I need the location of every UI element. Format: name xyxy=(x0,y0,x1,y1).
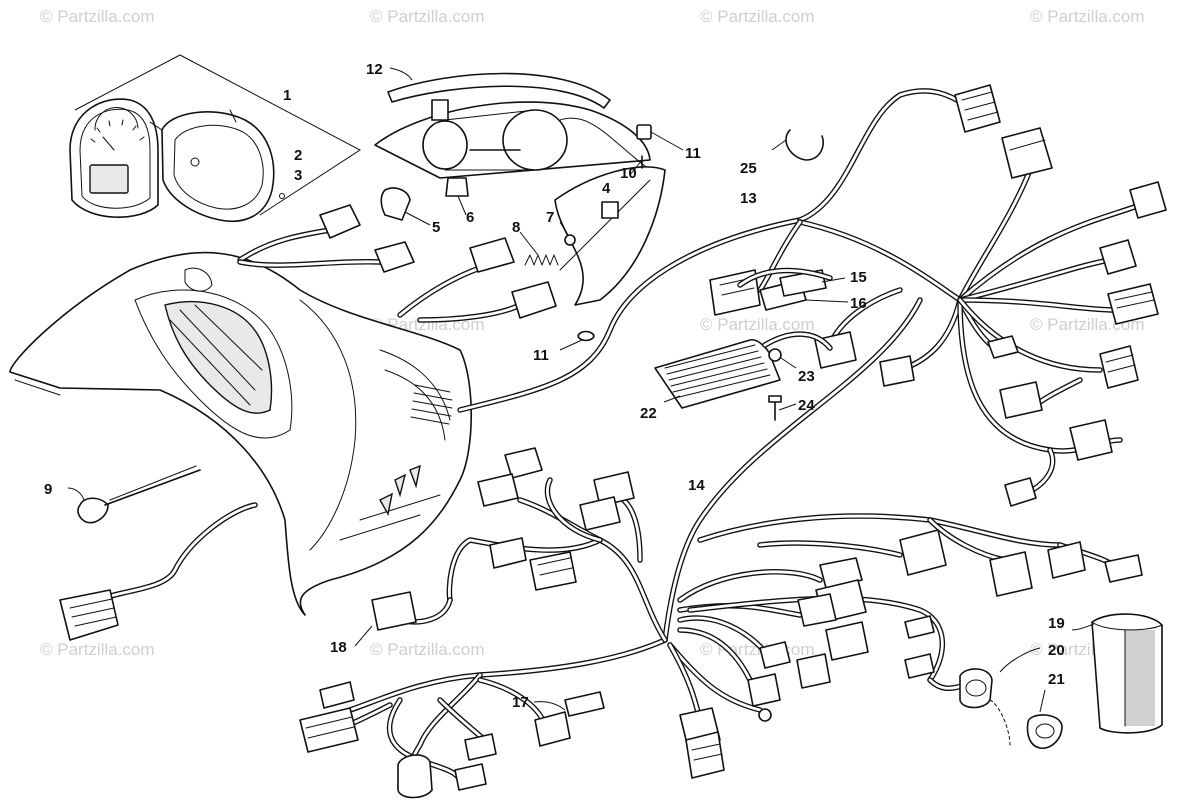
lower-harness xyxy=(299,297,1143,799)
callout-2: 2 xyxy=(294,147,302,164)
callout-14: 14 xyxy=(688,477,705,494)
front-cowl xyxy=(9,251,473,616)
callout-9: 9 xyxy=(44,481,52,498)
regulator-and-relays xyxy=(654,267,849,421)
gauge-harness xyxy=(237,204,803,413)
callout-25: 25 xyxy=(740,160,757,177)
callout-5: 5 xyxy=(432,219,440,236)
callout-12: 12 xyxy=(366,61,383,78)
watermark: © Partzilla.com xyxy=(40,7,155,26)
main-harness-upper xyxy=(757,84,1167,507)
callout-18: 18 xyxy=(330,639,347,656)
watermark: © Partzilla.com xyxy=(1030,7,1145,26)
gauge-cluster xyxy=(69,54,361,222)
headlight-assembly xyxy=(374,67,684,351)
callout-21: 21 xyxy=(1048,671,1065,688)
callout-7: 7 xyxy=(546,209,554,226)
watermark: © Partzilla.com xyxy=(40,640,155,659)
callout-4: 4 xyxy=(602,180,611,197)
callout-22: 22 xyxy=(640,405,657,422)
watermark: © Partzilla.com xyxy=(370,7,485,26)
callout-11-upper: 11 xyxy=(685,145,701,162)
callout-24: 24 xyxy=(798,397,815,414)
callout-19: 19 xyxy=(1048,615,1065,632)
watermark: © Partzilla.com xyxy=(700,315,815,334)
watermark: © Partzilla.com xyxy=(700,7,815,26)
callout-15: 15 xyxy=(850,269,867,286)
callout-10: 10 xyxy=(620,165,637,182)
callout-13: 13 xyxy=(740,190,757,207)
bolt-and-connector xyxy=(59,465,258,641)
callout-6: 6 xyxy=(466,209,474,226)
callout-23: 23 xyxy=(798,368,815,385)
watermark: © Partzilla.com xyxy=(370,640,485,659)
callout-16: 16 xyxy=(850,295,867,312)
ignition-switch-parts xyxy=(927,613,1163,750)
callout-3: 3 xyxy=(294,167,302,184)
callout-20: 20 xyxy=(1048,642,1065,659)
callout-17: 17 xyxy=(512,694,529,711)
callout-labels: 1 2 3 4 5 6 7 8 9 10 11 11 12 13 14 15 1… xyxy=(44,61,1065,711)
callout-1: 1 xyxy=(283,87,291,104)
callout-8: 8 xyxy=(512,219,520,236)
callout-11-lower: 11 xyxy=(533,347,549,364)
